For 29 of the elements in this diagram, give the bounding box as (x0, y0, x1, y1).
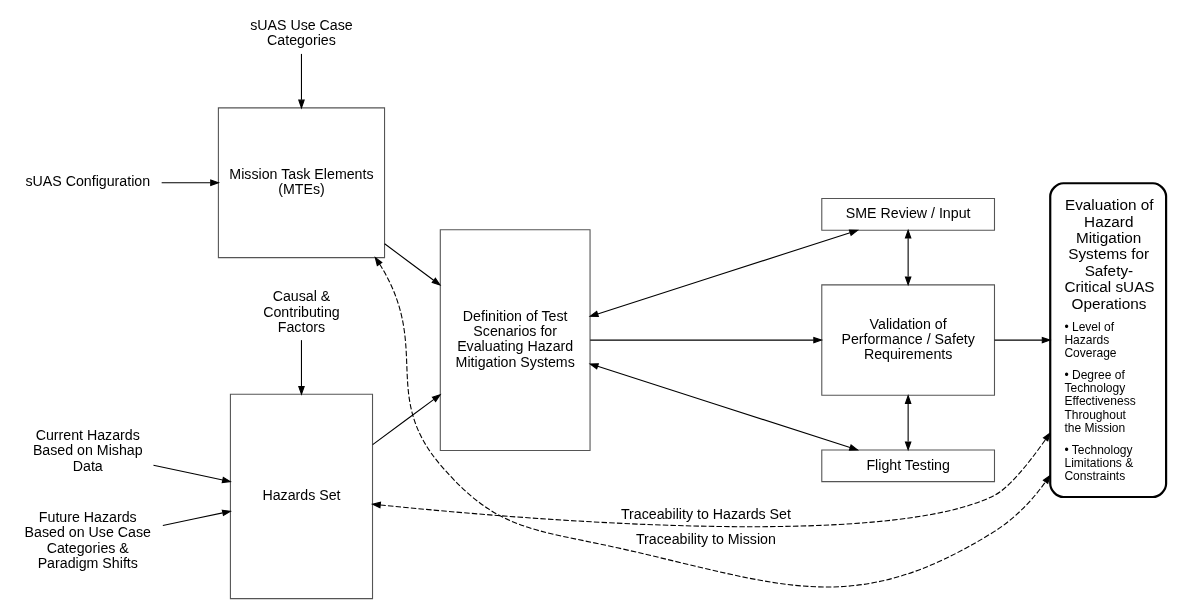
arrow (374, 255, 1051, 587)
node-box: Hazards Set (229, 393, 374, 599)
node-box: Evaluation of Hazard Mitigation Systems for Safety-Critical sUAS Operations • Level of Hazards Coverage • Degree of Technology Effectiveness Throughout the Mission • Technology Limitations & Constraints (1049, 181, 1168, 498)
node-box: Definition of Test Scenarios for Evaluating Hazard Mitigation Systems (439, 228, 591, 451)
arrow (372, 393, 442, 445)
arrow (152, 464, 232, 483)
arrow (588, 229, 860, 317)
arrow (298, 52, 305, 109)
edge-label: Traceability to Mission (635, 530, 776, 547)
node-box: Validation of Performance / Safety Requirements (821, 283, 996, 396)
edge-label: Traceability to Hazards Set (620, 505, 791, 522)
arrow (371, 431, 1051, 527)
node-box: Mission Task Elements (MTEs) (217, 106, 386, 258)
node-box: SME Review / Input (821, 197, 996, 231)
arrow (904, 228, 912, 286)
node-text: sUAS Use Case Categories (250, 16, 353, 48)
arrow (588, 362, 860, 451)
arrow (589, 336, 824, 344)
arrow (904, 393, 912, 451)
node-text: sUAS Configuration (25, 172, 151, 189)
node-text: Current Hazards Based on Mishap Data (32, 426, 143, 474)
arrow (162, 509, 232, 526)
arrow (994, 336, 1052, 344)
arrow (161, 178, 221, 186)
node-box: Flight Testing (821, 448, 996, 482)
node-text: Causal & Contributing Factors (263, 287, 340, 335)
node-text: Future Hazards Based on Use Case Categories & Paradigm Shifts (24, 508, 151, 571)
arrow (384, 242, 442, 286)
arrow (298, 339, 305, 396)
